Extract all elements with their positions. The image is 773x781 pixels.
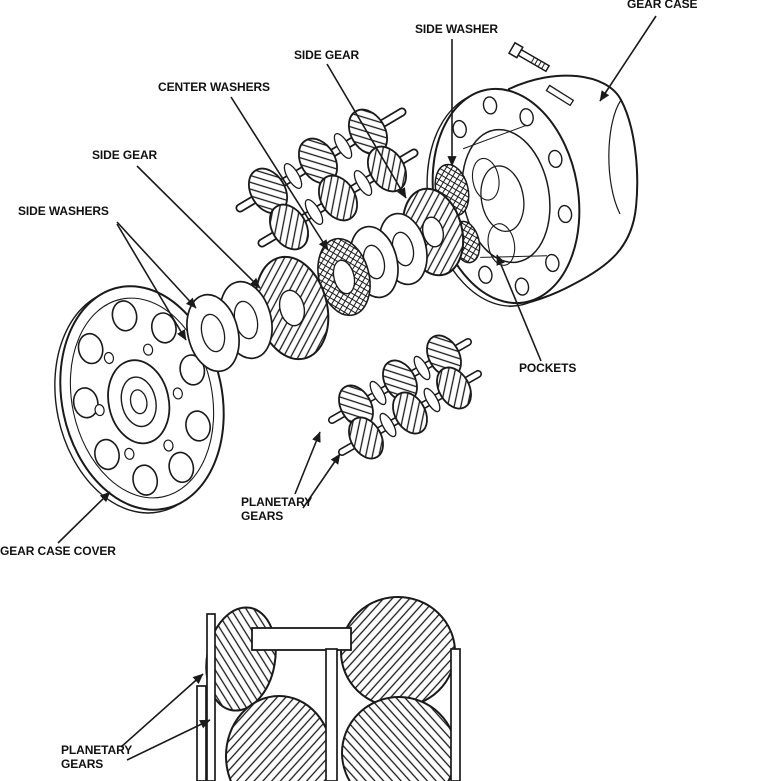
case-bolt-icon [507, 41, 575, 107]
arrow-side-washers-2 [116, 223, 187, 341]
arrow-planetary-bottom-2 [126, 719, 211, 761]
arrow-gear-case-cover [57, 491, 111, 544]
arrow-planetary-bottom-1 [120, 673, 204, 748]
arrow-planetary-gears-2 [302, 453, 341, 509]
arrow-pockets [496, 254, 542, 362]
lower-planetary-shafts [328, 334, 482, 460]
label-side-washer: SIDE WASHER [415, 22, 498, 36]
label-gear-case-cover: GEAR CASE COVER [0, 544, 116, 558]
cross-section-view [196, 596, 461, 781]
gear-case-cover-drawing [54, 285, 225, 514]
arrow-gear-case [599, 15, 657, 102]
arrow-side-gear-upper [326, 63, 407, 199]
label-side-gear-left: SIDE GEAR [92, 148, 158, 162]
label-pockets: POCKETS [519, 361, 577, 375]
label-side-gear-upper: SIDE GEAR [294, 48, 360, 62]
gear-washer-stack [186, 187, 465, 373]
arrow-side-gear-left [136, 165, 261, 289]
arrow-center-washers [230, 96, 329, 251]
arrow-side-washers-1 [116, 221, 197, 309]
label-side-washers: SIDE WASHERS [18, 204, 109, 218]
label-gear-case: GEAR CASE [627, 0, 698, 11]
label-planetary-gears-bottom: PLANETARY GEARS [61, 743, 133, 771]
label-planetary-gears: PLANETARY GEARS [241, 495, 313, 523]
upper-planetary-shafts [235, 107, 419, 251]
leader-lines [57, 15, 657, 761]
label-center-washers: CENTER WASHERS [158, 80, 270, 94]
gear-case-drawing [426, 74, 639, 308]
arrow-planetary-gears-1 [294, 431, 321, 495]
